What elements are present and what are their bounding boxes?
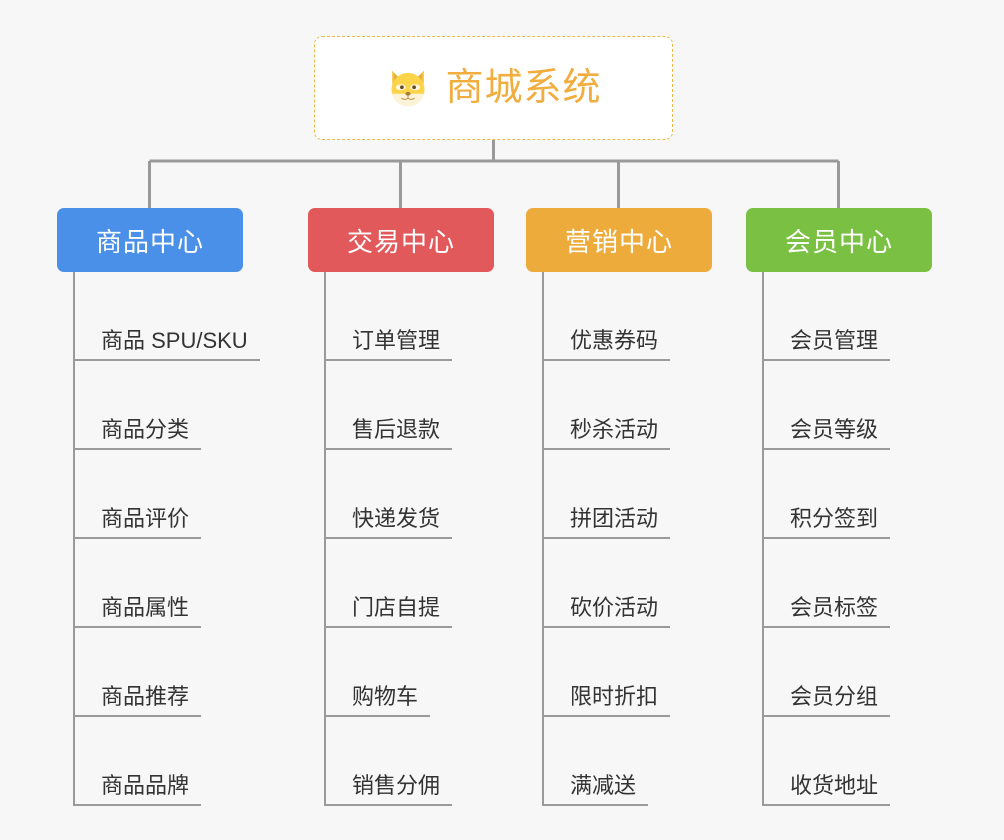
leaf-label: 满减送 [570, 772, 637, 798]
leaf-list-0: 商品 SPU/SKU 商品分类 商品评价 商品属性 商品推荐 商品品牌 [57, 272, 260, 806]
leaf-label: 商品评价 [101, 505, 190, 531]
leaf-label: 会员等级 [790, 416, 879, 442]
leaf-label: 会员分组 [790, 683, 879, 709]
leaf-list-2: 优惠券码 秒杀活动 拼团活动 砍价活动 限时折扣 满减送 [526, 272, 712, 806]
leaf-label: 商品品牌 [101, 772, 190, 798]
leaf-item[interactable]: 满减送 [542, 717, 712, 806]
leaf-list-3: 会员管理 会员等级 积分签到 会员标签 会员分组 收货地址 [746, 272, 932, 806]
leaf-label: 收货地址 [790, 772, 879, 798]
branch-column-2: 营销中心 优惠券码 秒杀活动 拼团活动 砍价活动 限时折扣 满减送 [526, 208, 712, 806]
leaf-item[interactable]: 收货地址 [762, 717, 932, 806]
shiba-dog-icon [391, 70, 426, 106]
leaf-label: 优惠券码 [570, 327, 659, 353]
leaf-item[interactable]: 销售分佣 [324, 717, 494, 806]
leaf-list-1: 订单管理 售后退款 快递发货 门店自提 购物车 销售分佣 [308, 272, 494, 806]
branch-header-3[interactable]: 会员中心 [746, 208, 932, 272]
leaf-label: 商品推荐 [101, 683, 190, 709]
branch-header-1[interactable]: 交易中心 [308, 208, 494, 272]
branch-header-0[interactable]: 商品中心 [57, 208, 243, 272]
leaf-spine-3 [762, 272, 764, 806]
leaf-item[interactable]: 优惠券码 [542, 272, 712, 361]
leaf-spine-1 [324, 272, 326, 806]
leaf-label: 商品分类 [101, 416, 190, 442]
leaf-item[interactable]: 快递发货 [324, 450, 494, 539]
root-title: 商城系统 [445, 67, 602, 109]
leaf-item[interactable]: 商品 SPU/SKU [73, 272, 260, 361]
leaf-spine-0 [73, 272, 75, 806]
leaf-label: 门店自提 [352, 594, 441, 620]
leaf-item[interactable]: 售后退款 [324, 361, 494, 450]
leaf-spine-2 [542, 272, 544, 806]
root-node[interactable]: 商城系统 [314, 36, 673, 140]
leaf-item[interactable]: 拼团活动 [542, 450, 712, 539]
branch-column-0: 商品中心 商品 SPU/SKU 商品分类 商品评价 商品属性 商品推荐 商品品牌 [57, 208, 260, 806]
leaf-item[interactable]: 会员分组 [762, 628, 932, 717]
leaf-label: 购物车 [352, 683, 419, 709]
leaf-label: 售后退款 [352, 416, 441, 442]
leaf-label: 限时折扣 [570, 683, 659, 709]
leaf-label: 销售分佣 [352, 772, 441, 798]
leaf-label: 快递发货 [352, 505, 441, 531]
leaf-item[interactable]: 会员管理 [762, 272, 932, 361]
leaf-item[interactable]: 商品推荐 [73, 628, 243, 717]
leaf-item[interactable]: 门店自提 [324, 539, 494, 628]
leaf-label: 拼团活动 [570, 505, 659, 531]
leaf-item[interactable]: 商品属性 [73, 539, 243, 628]
leaf-label: 会员管理 [790, 327, 879, 353]
leaf-label: 商品 SPU/SKU [101, 327, 248, 353]
leaf-item[interactable]: 积分签到 [762, 450, 932, 539]
leaf-item[interactable]: 订单管理 [324, 272, 494, 361]
branch-column-3: 会员中心 会员管理 会员等级 积分签到 会员标签 会员分组 收货地址 [746, 208, 932, 806]
leaf-label: 秒杀活动 [570, 416, 659, 442]
leaf-item[interactable]: 购物车 [324, 628, 494, 717]
leaf-label: 积分签到 [790, 505, 879, 531]
leaf-label: 商品属性 [101, 594, 190, 620]
leaf-item[interactable]: 商品分类 [73, 361, 243, 450]
leaf-label: 订单管理 [352, 327, 441, 353]
leaf-item[interactable]: 商品品牌 [73, 717, 243, 806]
leaf-item[interactable]: 会员等级 [762, 361, 932, 450]
leaf-item[interactable]: 商品评价 [73, 450, 243, 539]
leaf-item[interactable]: 秒杀活动 [542, 361, 712, 450]
leaf-label: 砍价活动 [570, 594, 659, 620]
leaf-item[interactable]: 限时折扣 [542, 628, 712, 717]
leaf-label: 会员标签 [790, 594, 879, 620]
leaf-item[interactable]: 会员标签 [762, 539, 932, 628]
leaf-item[interactable]: 砍价活动 [542, 539, 712, 628]
branch-header-2[interactable]: 营销中心 [526, 208, 712, 272]
branch-column-1: 交易中心 订单管理 售后退款 快递发货 门店自提 购物车 销售分佣 [308, 208, 494, 806]
